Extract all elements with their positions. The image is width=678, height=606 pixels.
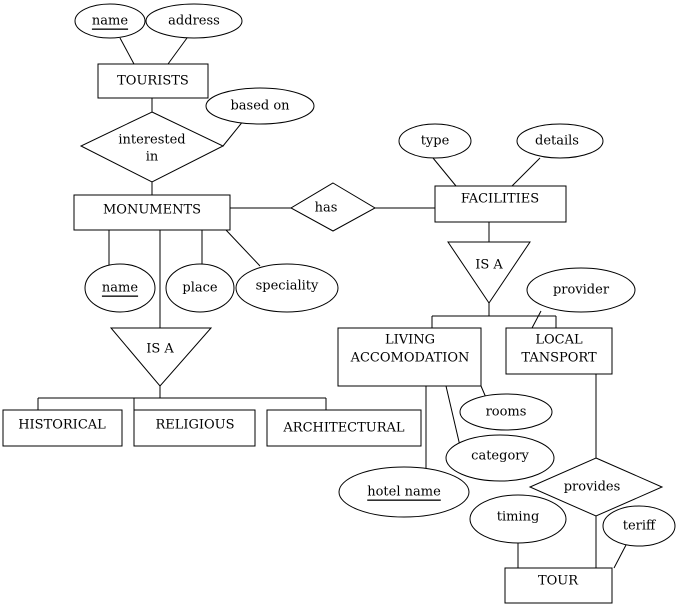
entity-religious-label: RELIGIOUS (155, 418, 234, 433)
entity-monuments-box (73, 194, 231, 231)
entity-tour-box (504, 567, 613, 604)
entity-local-transport-box (505, 327, 613, 375)
attr-type-label: type (421, 134, 450, 149)
relationship-has-label: has (315, 201, 338, 216)
attr-timing-ellipse (469, 494, 567, 544)
entity-tourists-box (97, 63, 209, 99)
entity-tour-label: TOUR (538, 574, 579, 589)
entity-monuments-label: MONUMENTS (103, 203, 201, 218)
attr-based-on-label: based on (230, 99, 290, 114)
line-tour-teriff (613, 544, 627, 569)
attr-type-ellipse (398, 123, 472, 159)
relationship-provides-diamond (528, 457, 664, 517)
entity-tourists-label: TOURISTS (117, 74, 189, 89)
attr-timing-label: timing (497, 510, 540, 525)
attr-hotel-name-ellipse (338, 466, 470, 518)
connector-lines (37, 37, 627, 569)
attr-teriff-label: teriff (623, 519, 657, 534)
entity-architectural-label: ARCHITECTURAL (282, 421, 405, 436)
entity-historical-label: HISTORICAL (18, 418, 106, 433)
attr-monument-name-ellipse (84, 263, 156, 313)
attr-rooms-label: rooms (486, 405, 527, 420)
isa-monuments-label: IS A (146, 342, 174, 357)
entity-living-accomodation-box (337, 327, 482, 387)
line-monuments-speciality (225, 229, 261, 267)
attr-details-label: details (535, 134, 579, 149)
line-interested-basedon (222, 119, 245, 147)
entity-facilities-box (434, 185, 567, 223)
attr-tourist-name-ellipse (74, 3, 146, 39)
line-facilities-type (432, 157, 457, 187)
attr-speciality-ellipse (235, 263, 339, 313)
line-living-category (445, 385, 461, 447)
attr-category-label: category (471, 449, 529, 464)
attr-teriff-ellipse (602, 505, 676, 547)
attr-monument-name-label: name (102, 281, 138, 296)
entity-local-label-line2: TANSPORT (521, 351, 597, 366)
relationship-interested-label-line2: in (146, 150, 159, 165)
entity-living-label-line1: LIVING (385, 333, 435, 348)
attr-details-ellipse (516, 123, 604, 159)
relationship-has-diamond (289, 182, 377, 232)
line-local-provider (531, 310, 542, 329)
attr-tourist-address-ellipse (145, 3, 243, 39)
attr-based-on-ellipse (205, 87, 315, 125)
entity-facilities-label: FACILITIES (461, 192, 539, 207)
attr-place-label: place (182, 281, 218, 296)
attr-tourist-name-label: name (92, 14, 128, 29)
attr-provider-ellipse (526, 267, 636, 313)
isa-monuments-triangle (109, 327, 213, 387)
line-tourists-address (167, 37, 188, 65)
relationship-interested-label-line1: interested (118, 133, 185, 148)
isa-facilities-triangle (447, 241, 531, 304)
isa-facilities-label: IS A (475, 258, 503, 273)
line-facilities-details (511, 157, 541, 187)
attr-hotel-name-label: hotel name (367, 485, 441, 500)
relationship-interested-in-diamond (79, 111, 225, 183)
entity-living-label-line2: ACCOMODATION (350, 351, 470, 366)
attr-tourist-address-label: address (168, 14, 220, 29)
line-tourists-name (119, 37, 135, 65)
attr-place-ellipse (165, 263, 235, 313)
entity-religious-box (133, 409, 256, 447)
attr-speciality-label: speciality (256, 279, 319, 294)
entity-historical-box (2, 409, 123, 447)
relationship-provides-label: provides (564, 480, 621, 495)
attr-category-ellipse (445, 434, 555, 482)
entity-local-label-line1: LOCAL (535, 333, 583, 348)
entity-architectural-box (266, 409, 422, 447)
attr-provider-label: provider (553, 283, 610, 298)
attr-rooms-ellipse (459, 393, 553, 431)
